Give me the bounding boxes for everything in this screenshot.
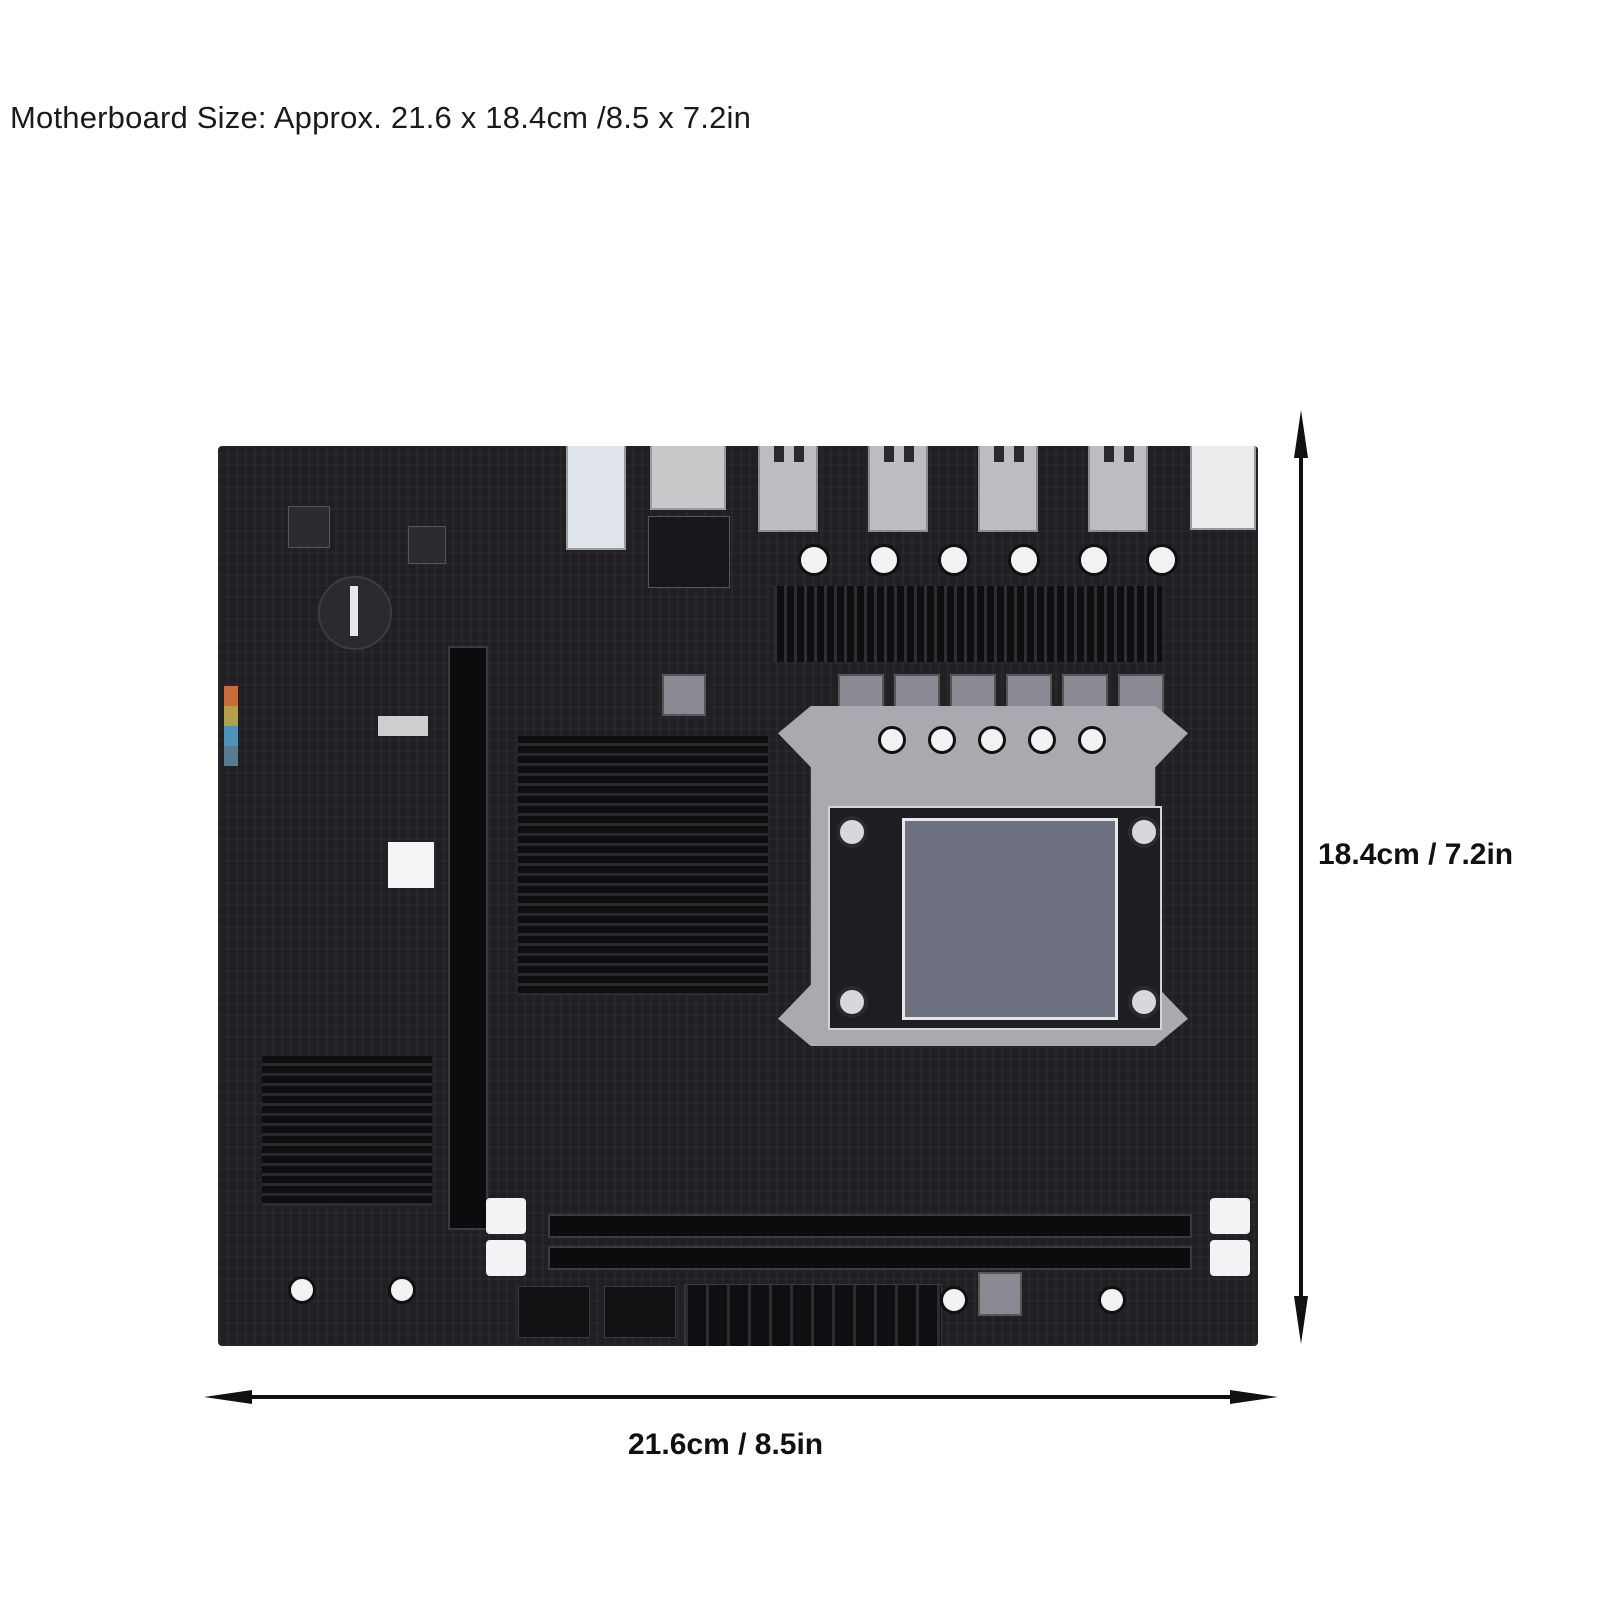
height-dimension-arrow-icon [1294, 410, 1308, 1344]
usb-port-3 [978, 446, 1038, 532]
usb-port-4 [1088, 446, 1148, 532]
chip-white [388, 842, 434, 888]
capacitor [928, 726, 956, 754]
chip [408, 526, 446, 564]
capacitor [978, 726, 1006, 754]
mount-screw [836, 816, 868, 848]
chipset-heatsink [518, 736, 768, 996]
vga-port [566, 446, 626, 550]
width-dimension-label: 21.6cm / 8.5in [628, 1428, 824, 1461]
figure-title: Motherboard Size: Approx. 21.6 x 18.4cm … [10, 100, 752, 135]
southbridge-heatsink [262, 1056, 432, 1206]
capacitor [288, 1276, 316, 1304]
sata-connector [518, 1286, 590, 1338]
ram-latch [1210, 1240, 1250, 1276]
battery-clip [350, 586, 358, 636]
ram-slot-1 [548, 1214, 1192, 1238]
lan-port [650, 446, 726, 510]
audio-port [1190, 446, 1256, 530]
ram-latch [486, 1198, 526, 1234]
mount-screw [1128, 816, 1160, 848]
capacitor [940, 1286, 968, 1314]
mount-screw [1128, 986, 1160, 1018]
mount-screw [836, 986, 868, 1018]
header-color-pins [224, 686, 238, 766]
usb-port-1 [758, 446, 818, 532]
cpu-socket [902, 818, 1118, 1020]
pcie-slot [448, 646, 488, 1230]
capacitor [1078, 726, 1106, 754]
capacitor [1028, 726, 1056, 754]
choke [662, 674, 706, 716]
ram-slot-2 [548, 1246, 1192, 1270]
sata-connector [604, 1286, 676, 1338]
chip [648, 516, 730, 588]
capacitor [798, 544, 830, 576]
usb-port-2 [868, 446, 928, 532]
capacitor [878, 726, 906, 754]
chip [288, 506, 330, 548]
capacitor [388, 1276, 416, 1304]
width-dimension-arrow-icon [204, 1390, 1278, 1404]
capacitor [1098, 1286, 1126, 1314]
capacitor [938, 544, 970, 576]
crystal [378, 716, 428, 736]
capacitor [1146, 544, 1178, 576]
capacitor [868, 544, 900, 576]
atx-power-connector [684, 1284, 942, 1346]
capacitor [1078, 544, 1110, 576]
motherboard-image [218, 446, 1258, 1346]
vrm-heatsink [774, 586, 1162, 662]
choke [978, 1272, 1022, 1316]
height-dimension-label: 18.4cm / 7.2in [1318, 838, 1514, 871]
capacitor [1008, 544, 1040, 576]
ram-latch [486, 1240, 526, 1276]
ram-latch [1210, 1198, 1250, 1234]
